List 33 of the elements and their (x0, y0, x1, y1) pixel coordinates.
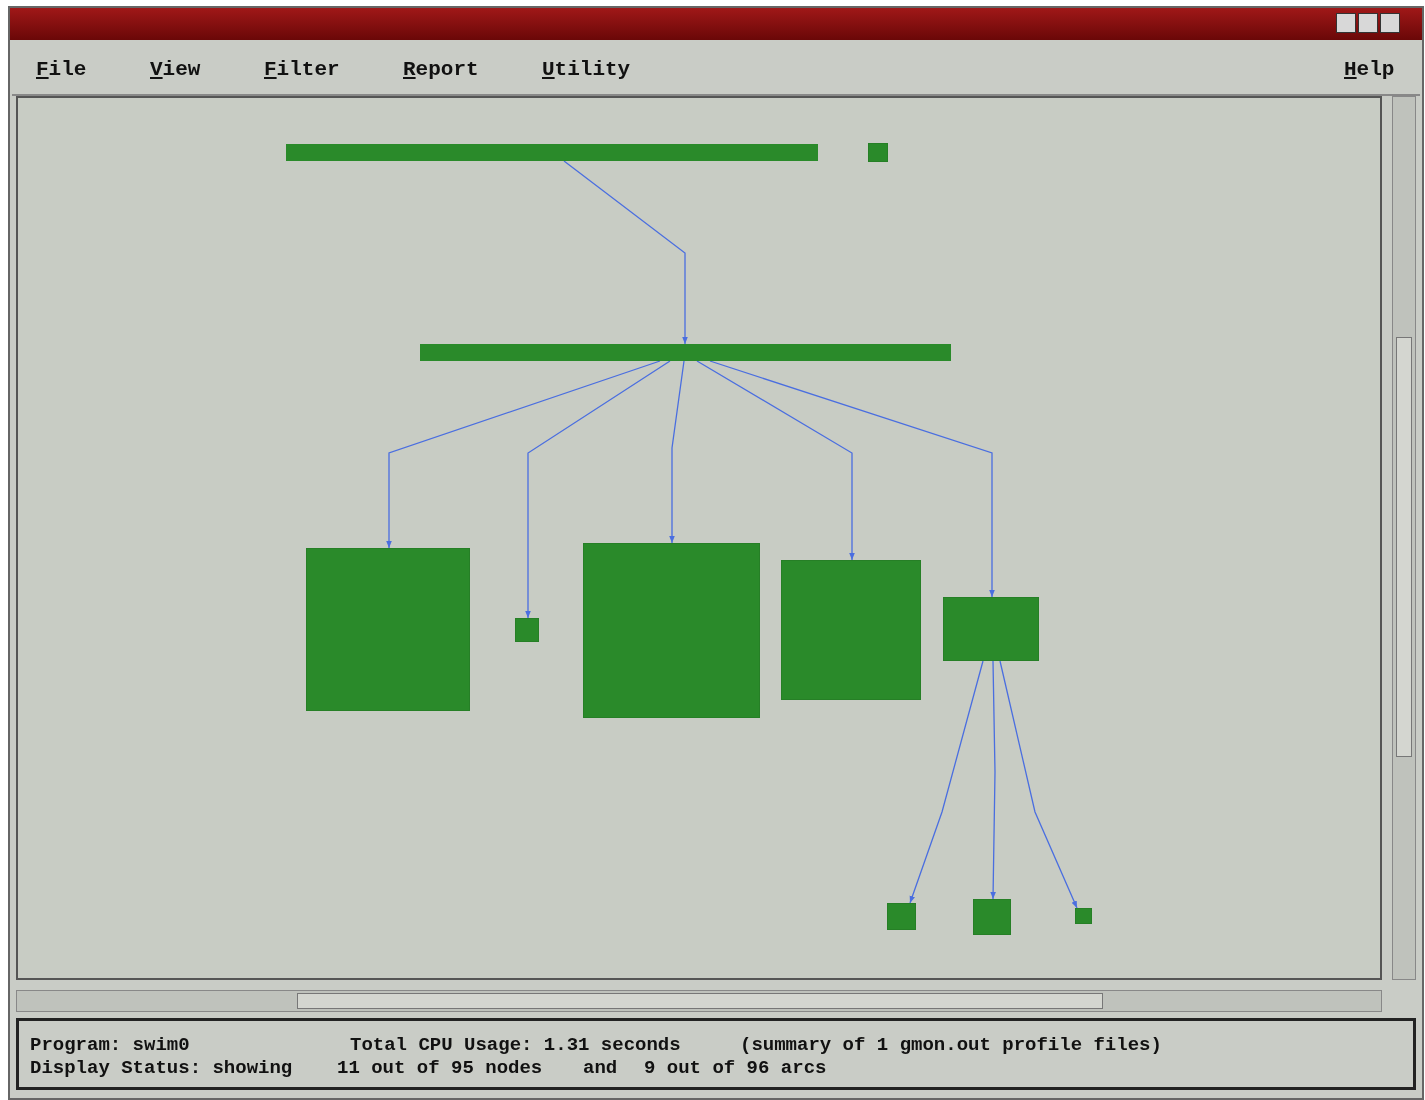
function-box (973, 899, 1011, 935)
function-bar (286, 144, 818, 161)
menu-item: View (150, 58, 201, 81)
menu-item: Help (1344, 58, 1395, 81)
status-text: (summary of 1 gmon.out profile files) (740, 1034, 1162, 1056)
status-text: Display Status: showing (30, 1057, 293, 1079)
call-arrow (525, 360, 671, 619)
call-arrow (669, 360, 685, 544)
status-text: Total CPU Usage: 1.31 seconds (350, 1034, 681, 1056)
call-arrow (909, 660, 984, 904)
function-box (515, 618, 539, 642)
status-text: Program: swim0 (30, 1034, 190, 1056)
call-arrow (709, 360, 995, 598)
status-text: 11 out of 95 nodes (337, 1057, 543, 1079)
status-text: 9 out of 96 arcs (644, 1057, 827, 1079)
call-arrow (696, 360, 855, 561)
menu-item: Utility (542, 58, 631, 81)
menu-item: Report (403, 58, 479, 81)
status-text: and (583, 1057, 618, 1079)
function-box (306, 548, 470, 711)
call-arrow (386, 360, 661, 549)
menu-item: Filter (264, 58, 340, 81)
function-box (583, 543, 760, 718)
call-arrow (999, 660, 1078, 909)
call-arrow (990, 660, 996, 900)
function-box (781, 560, 921, 700)
function-bar (420, 344, 951, 361)
function-box (1075, 908, 1092, 924)
function-box (887, 903, 916, 930)
call-arrow (563, 160, 688, 345)
menu-item: File (36, 58, 87, 81)
function-box (868, 143, 888, 162)
function-box (943, 597, 1039, 661)
